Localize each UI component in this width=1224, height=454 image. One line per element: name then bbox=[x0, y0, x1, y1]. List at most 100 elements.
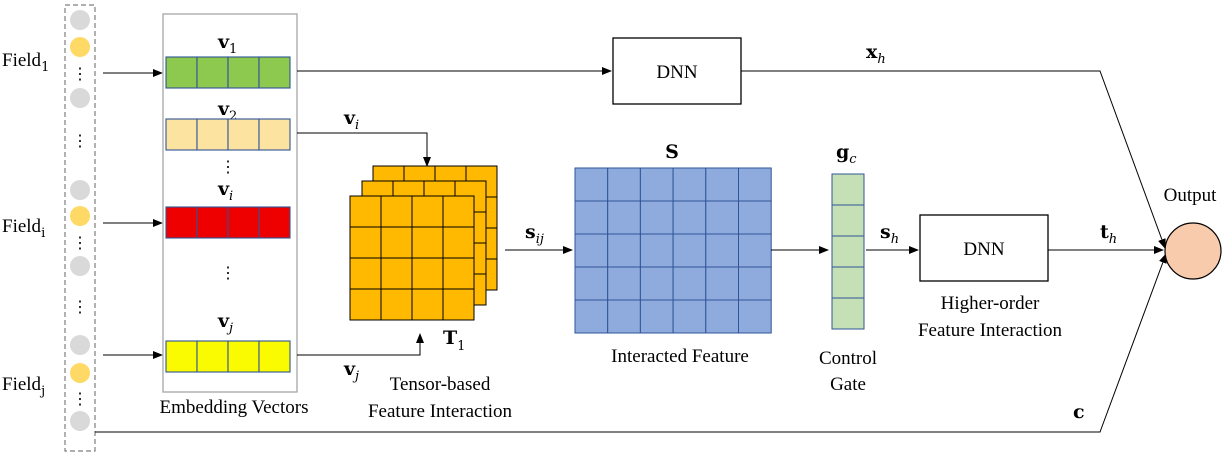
tensor-cell bbox=[349, 195, 382, 228]
label-xh: xh bbox=[866, 41, 886, 67]
interacted-cell bbox=[607, 200, 641, 235]
interacted-feature-matrix bbox=[574, 167, 772, 334]
vector-cell bbox=[227, 340, 260, 373]
tensor-cell bbox=[442, 257, 475, 290]
interacted-cell bbox=[639, 167, 674, 202]
interacted-cell bbox=[574, 233, 609, 268]
interacted-cell bbox=[738, 200, 772, 235]
gate-symbol: gc bbox=[836, 141, 857, 167]
vector-cell bbox=[227, 118, 260, 151]
interacted-cell bbox=[672, 167, 707, 202]
vector-cell bbox=[165, 206, 198, 239]
interacted-symbol: S bbox=[665, 141, 679, 163]
arrow-vj-to-tensor bbox=[297, 333, 424, 356]
ellipsis-vertical: ⋮ bbox=[72, 233, 88, 252]
embedding-vector-vi bbox=[165, 206, 291, 239]
dnn-top: DNN bbox=[612, 37, 742, 105]
embedding-vector-v1 bbox=[165, 56, 291, 89]
label-th: th bbox=[1100, 221, 1117, 247]
feature-dot bbox=[70, 180, 90, 200]
feature-dot bbox=[70, 335, 90, 355]
label-sij: sij bbox=[525, 221, 544, 247]
interacted-cell bbox=[607, 266, 641, 301]
vector-cell bbox=[196, 118, 229, 151]
field-group-1: ⋮ bbox=[70, 10, 90, 108]
dnn-top-label: DNN bbox=[656, 62, 697, 83]
interacted-cell bbox=[705, 299, 739, 334]
field-label-i: Fieldi bbox=[2, 216, 45, 241]
interacted-cell bbox=[705, 200, 739, 235]
tensor-stack bbox=[349, 165, 498, 321]
interacted-cell bbox=[705, 266, 739, 301]
interacted-cell bbox=[574, 200, 609, 235]
ellipsis-vertical: ⋮ bbox=[220, 157, 236, 176]
vector-cell bbox=[196, 340, 229, 373]
interacted-cell bbox=[672, 200, 707, 235]
ellipsis-vertical: ⋮ bbox=[72, 64, 88, 83]
feature-dot bbox=[70, 10, 90, 30]
field-group-i: ⋮ bbox=[70, 180, 90, 276]
embedding-vector-v2 bbox=[165, 118, 291, 151]
embedding-vector-vj bbox=[165, 340, 291, 373]
arrow-dnn-top-to-output bbox=[741, 70, 1166, 249]
interacted-cell bbox=[574, 266, 609, 301]
interacted-cell bbox=[607, 299, 641, 334]
vector-label-v2: v2 bbox=[217, 98, 237, 124]
output-label: Output bbox=[1164, 185, 1218, 206]
vector-cell bbox=[196, 56, 229, 89]
ellipsis-vertical: ⋮ bbox=[220, 263, 236, 282]
output-node bbox=[1164, 222, 1222, 280]
label-vj: vj bbox=[343, 358, 359, 384]
interacted-cell bbox=[607, 233, 641, 268]
active-feature-dot bbox=[70, 37, 90, 57]
tensor-cell bbox=[411, 195, 444, 228]
vector-cell bbox=[258, 340, 291, 373]
tensor-cell bbox=[380, 288, 413, 321]
input-feature-column: ⋮ ⋮ ⋮ ⋮ ⋮ bbox=[64, 4, 96, 452]
interacted-cell bbox=[574, 299, 609, 334]
interacted-cell bbox=[738, 299, 772, 334]
ellipsis-vertical: ⋮ bbox=[72, 389, 88, 408]
tensor-cell bbox=[442, 288, 475, 321]
vector-cell bbox=[165, 340, 198, 373]
interacted-cell bbox=[639, 266, 674, 301]
gate-cell bbox=[831, 173, 865, 206]
gate-cell bbox=[831, 204, 865, 237]
tensor-cell bbox=[349, 257, 382, 290]
embedding-caption: Embedding Vectors bbox=[160, 397, 309, 418]
gate-cell bbox=[831, 297, 865, 330]
active-feature-dot bbox=[70, 206, 90, 226]
vector-label-vj: vj bbox=[217, 310, 233, 336]
tensor-caption-2: Feature Interaction bbox=[368, 401, 513, 422]
interacted-cell bbox=[738, 266, 772, 301]
interacted-cell bbox=[574, 167, 609, 202]
vector-cell bbox=[227, 56, 260, 89]
interacted-cell bbox=[639, 299, 674, 334]
interacted-cell bbox=[672, 299, 707, 334]
tensor-cell bbox=[380, 195, 413, 228]
vector-cell bbox=[227, 206, 260, 239]
interacted-cell bbox=[672, 266, 707, 301]
interacted-caption: Interacted Feature bbox=[611, 346, 749, 367]
gate-caption-2: Gate bbox=[830, 374, 866, 395]
tensor-symbol: T1 bbox=[443, 327, 465, 354]
vector-cell bbox=[258, 56, 291, 89]
tensor-cell bbox=[380, 226, 413, 259]
interacted-cell bbox=[738, 167, 772, 202]
label-vi: vi bbox=[343, 107, 359, 133]
gate-caption-1: Control bbox=[819, 348, 877, 369]
field-group-j: ⋮ bbox=[70, 335, 90, 431]
interacted-cell bbox=[738, 233, 772, 268]
label-c: c bbox=[1073, 401, 1085, 423]
tensor-cell bbox=[380, 257, 413, 290]
vector-cell bbox=[196, 206, 229, 239]
gate-cell bbox=[831, 235, 865, 268]
active-feature-dot bbox=[70, 363, 90, 383]
tensor-cell bbox=[442, 195, 475, 228]
feature-dot bbox=[70, 411, 90, 431]
interacted-cell bbox=[639, 233, 674, 268]
feature-dot bbox=[70, 256, 90, 276]
vector-cell bbox=[258, 118, 291, 151]
tensor-cell bbox=[349, 288, 382, 321]
feature-dot bbox=[70, 88, 90, 108]
